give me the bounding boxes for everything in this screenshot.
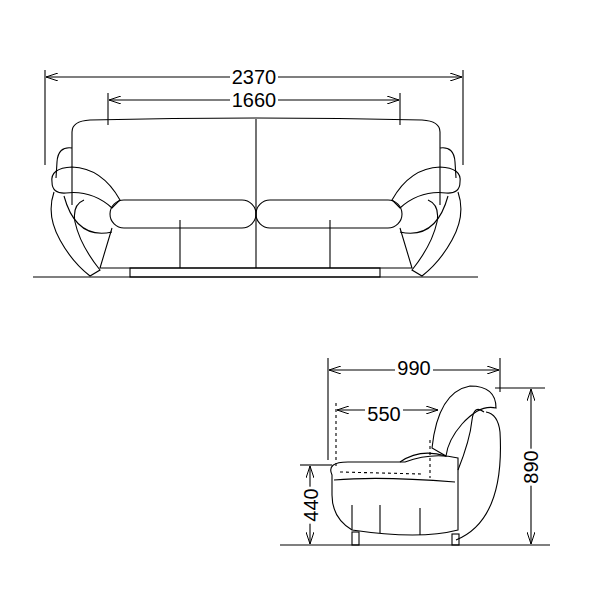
dimension-label: 990 bbox=[395, 357, 432, 379]
front-view bbox=[33, 70, 478, 277]
dimension-label: 550 bbox=[365, 403, 402, 425]
dimension-label: 440 bbox=[300, 486, 322, 523]
backrest-outer bbox=[456, 412, 500, 540]
dimension-label: 1660 bbox=[230, 89, 279, 111]
seat-cushion bbox=[110, 200, 256, 228]
extension-line bbox=[499, 358, 500, 392]
seat-body bbox=[331, 456, 458, 535]
headrest bbox=[432, 386, 496, 456]
extension-line bbox=[462, 70, 463, 165]
center-seam bbox=[255, 119, 256, 268]
ground-line bbox=[280, 544, 550, 545]
seat-cushion bbox=[256, 200, 402, 228]
foot bbox=[452, 534, 459, 545]
extension-line bbox=[399, 93, 400, 125]
plinth bbox=[130, 268, 380, 277]
extension-line bbox=[107, 93, 108, 125]
extension-line bbox=[300, 464, 332, 465]
foot bbox=[352, 532, 359, 545]
extension-line bbox=[327, 358, 328, 460]
extension-line bbox=[44, 70, 45, 165]
extension-line bbox=[495, 387, 545, 388]
dimension-label: 2370 bbox=[230, 66, 279, 88]
side-view bbox=[280, 358, 550, 545]
dimension-label: 890 bbox=[520, 448, 542, 485]
base bbox=[100, 228, 412, 268]
extension-line bbox=[335, 403, 336, 468]
